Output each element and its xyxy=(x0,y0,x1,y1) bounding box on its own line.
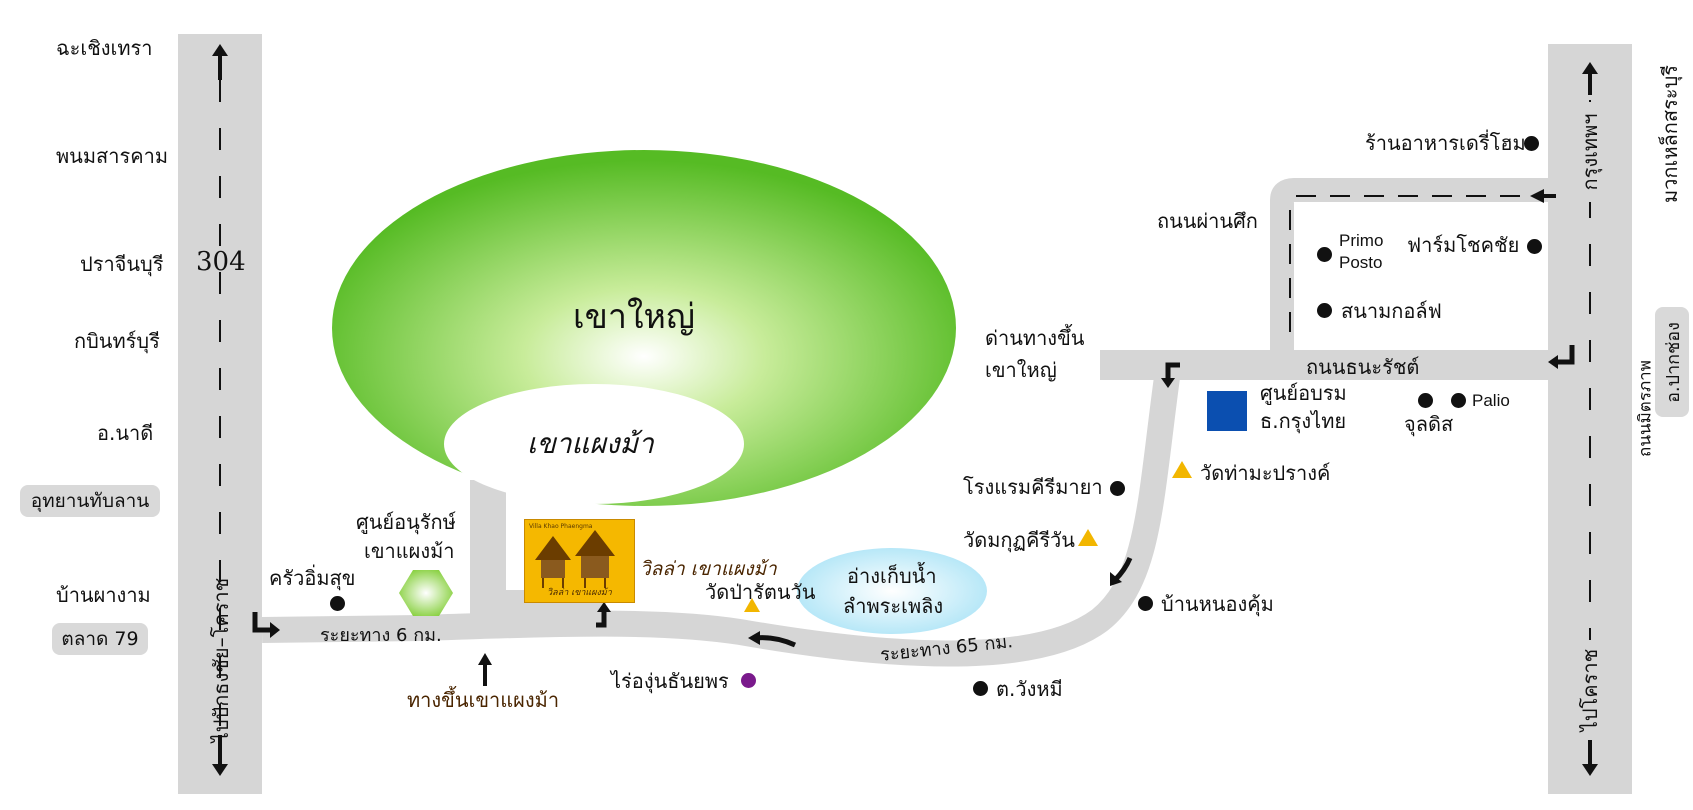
villa-label: วิลล่า เขาแผงม้า xyxy=(640,558,777,580)
wat-kudi-triangle-icon xyxy=(1078,529,1098,546)
town-ban-phangam: บ้านผางาม xyxy=(56,583,151,607)
phaengma-branch-road xyxy=(470,480,506,630)
to-pak-thong-chai-label: ไปปักธงชัย–โคราช xyxy=(209,577,233,743)
wang-mi-dot-icon xyxy=(973,681,988,696)
to-korat-label: ไปโคราช xyxy=(1578,640,1602,740)
primo-posto-dot-icon xyxy=(1317,247,1332,262)
arrow-left-icon xyxy=(1530,189,1544,203)
town-prachinburi: ปราจีนบุรี xyxy=(80,252,164,276)
arrow-up-icon xyxy=(1582,62,1598,95)
town-na-di: อ.นาดี xyxy=(97,421,154,445)
training-center-label-line1: ศูนย์อบรม xyxy=(1260,381,1347,405)
khao-phaengma-area xyxy=(444,384,744,504)
vineyard-dot-icon xyxy=(741,673,756,688)
arrow-down-icon xyxy=(1582,735,1598,776)
palio-label: Palio xyxy=(1472,391,1510,410)
wat-pa-triangle-icon xyxy=(744,598,760,612)
golf-course-label: สนามกอล์ฟ xyxy=(1341,299,1442,323)
talat-79-pill: ตลาด 79 xyxy=(52,623,148,655)
chokchai-farm-label: ฟาร์มโชคชัย xyxy=(1407,233,1520,257)
primo-posto-label-line2: Posto xyxy=(1339,253,1383,272)
training-center-square-icon xyxy=(1207,391,1247,431)
wat-thamapang-label: วัดท่ามะปรางค์ xyxy=(1200,461,1331,485)
thap-lan-park-pill: อุทยานทับลาน xyxy=(20,485,160,517)
reservoir-shape xyxy=(797,548,987,634)
khrua-dot-icon xyxy=(330,596,345,611)
dairy-home-dot-icon xyxy=(1524,136,1539,151)
phansuek-road xyxy=(1270,178,1550,350)
turn-arrow-icon xyxy=(1556,345,1575,365)
training-center-label-line2: ธ.กรุงไทย xyxy=(1260,409,1347,433)
turn-arrow-icon xyxy=(1165,362,1180,380)
wat-kudi-label: วัดมกุฏคีรีวัน xyxy=(963,528,1075,552)
dairy-home-label: ร้านอาหารเดรี่โฮม xyxy=(1365,131,1526,155)
arrow-down-icon xyxy=(212,735,228,776)
muak-lek-saraburi-label: มวกเหล็กสระบุรี xyxy=(1658,64,1682,204)
julidis-label: จุลดิส xyxy=(1404,412,1454,436)
route-304-label: 304 xyxy=(196,247,246,277)
uphill-arrow-icon xyxy=(478,653,492,686)
logo-top-text: Villa Khao Phaengma xyxy=(529,523,593,530)
turn-arrow-icon xyxy=(596,610,607,628)
checkpoint-label-line2: เขาใหญ่ xyxy=(985,358,1057,382)
mittraphap-road-label: ถนนมิตรภาพ xyxy=(1635,360,1656,457)
town-chachoengsao: ฉะเชิงเทรา xyxy=(56,36,153,60)
villa-logo: Villa Khao Phaengma วิลล่า เขาแผงม้า xyxy=(524,519,635,603)
pak-chong-pill: อ.ปากช่อง xyxy=(1655,307,1689,417)
arrow-up-icon xyxy=(212,44,228,80)
vineyard-label: ไร่องุ่นธันยพร xyxy=(611,669,729,693)
golf-dot-icon xyxy=(1317,303,1332,318)
ban-nong-khum-dot-icon xyxy=(1138,596,1153,611)
town-kabinburi: กบินทร์บุรี xyxy=(74,329,160,353)
wang-mi-label: ต.วังหมี xyxy=(996,677,1063,701)
kirimaya-dot-icon xyxy=(1110,481,1125,496)
conservation-label-line2: เขาแผงม้า xyxy=(364,539,455,563)
town-phanom-sarakham: พนมสารคาม xyxy=(56,144,169,168)
chokchai-farm-dot-icon xyxy=(1527,239,1542,254)
house-icon xyxy=(535,530,615,588)
turn-arrow-icon xyxy=(252,612,272,633)
conservation-label-line1: ศูนย์อนุรักษ์ xyxy=(356,510,456,534)
wat-thamapang-triangle-icon xyxy=(1172,461,1192,478)
thanarat-road-label: ถนนธนะรัชต์ xyxy=(1306,355,1420,379)
primo-posto-label-line1: Primo xyxy=(1339,231,1384,250)
kirimaya-hotel-label: โรงแรมคีรีมายา xyxy=(963,475,1103,499)
uphill-road-label: ทางขึ้นเขาแผงม้า xyxy=(407,688,560,712)
palio-dot-icon xyxy=(1451,393,1466,408)
khao-yai-label: เขาใหญ่ xyxy=(573,297,695,337)
checkpoint-label-line1: ด่านทางขึ้น xyxy=(985,326,1085,350)
khao-phaengma-label: เขาแผงม้า xyxy=(527,427,654,460)
phansuek-road-label: ถนนผ่านศึก xyxy=(1157,209,1258,233)
khrua-im-suk-label: ครัวอิ่มสุข xyxy=(269,566,356,590)
bangkok-label: กรุงเทพฯ xyxy=(1578,102,1602,202)
ban-nong-khum-label: บ้านหนองคุ้ม xyxy=(1161,592,1274,616)
julidis-dot-icon xyxy=(1418,393,1433,408)
logo-bottom-text: วิลล่า เขาแผงม้า xyxy=(547,588,612,598)
pak-chong-label: อ.ปากช่อง xyxy=(1662,321,1684,403)
distance-6km-label: ระยะทาง 6 กม. xyxy=(320,625,442,646)
conservation-hexagon-icon xyxy=(399,570,453,616)
wat-pa-label: วัดป่ารัตนวัน xyxy=(705,580,816,604)
reservoir-label-line1: อ่างเก็บน้ำ xyxy=(847,564,937,588)
reservoir-label-line2: ลำพระเพลิง xyxy=(843,594,944,618)
